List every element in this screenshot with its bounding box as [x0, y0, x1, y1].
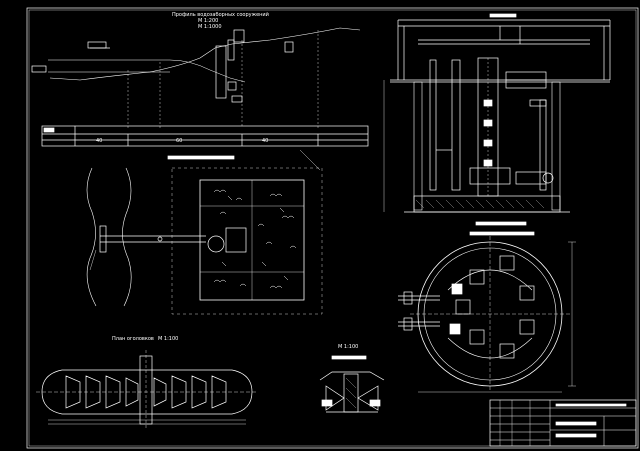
- profile-scale-vertical: М 1:1000: [198, 24, 222, 30]
- profile-title: Профиль водозаборных сооружений: [172, 12, 269, 18]
- detail-scale: М 1:100: [338, 344, 359, 350]
- circular-plan: [398, 231, 576, 393]
- profile-scale-horizontal: М 1:200: [198, 18, 219, 24]
- inner-frame: [28, 9, 637, 447]
- site-plan: [86, 149, 323, 315]
- plan-title: План оголовков: [112, 336, 154, 342]
- title-block: [489, 399, 637, 447]
- profile-section: [31, 27, 369, 147]
- detail-section: [319, 355, 385, 413]
- plan-scale: М 1:100: [158, 336, 179, 342]
- profile-table-value-3: 40: [262, 138, 269, 144]
- head-plan: [36, 350, 258, 430]
- profile-table-value-1: 40: [96, 138, 103, 144]
- profile-table-value-2: 60: [176, 138, 183, 144]
- outer-frame: [26, 7, 639, 449]
- station-section: [383, 13, 611, 226]
